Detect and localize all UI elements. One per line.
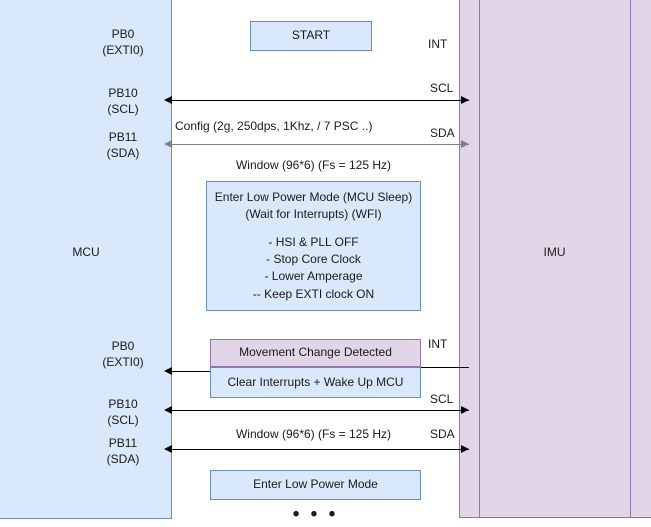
pin-label-pb10-scl-bottom: PB10 (SCL) bbox=[78, 396, 168, 428]
pin-label-pb11-sda-bottom: PB11 (SDA) bbox=[78, 435, 168, 467]
message-arrowhead-sda-bottom-left bbox=[164, 444, 172, 453]
pin-line-2: (SDA) bbox=[106, 452, 140, 467]
low-power-bullet-3: - Lower Amperage bbox=[264, 269, 363, 284]
imu-lifeline-box bbox=[459, 0, 651, 518]
low-power-bullet-2: - Stop Core Clock bbox=[266, 252, 361, 266]
pin-line-2: (EXTI0) bbox=[102, 355, 144, 370]
continuation-ellipsis: • • • bbox=[292, 504, 339, 525]
signal-label-int-top: INT bbox=[428, 37, 448, 51]
message-arrowhead-scl-bottom-right bbox=[461, 405, 469, 414]
enter-low-power-mode-box[interactable]: Enter Low Power Mode bbox=[210, 470, 421, 500]
signal-label-sda-bottom: SDA bbox=[430, 427, 455, 441]
imu-inner-divider-right bbox=[630, 0, 631, 518]
pin-line-1: PB11 bbox=[108, 436, 138, 450]
signal-label-int-bottom: INT bbox=[428, 337, 448, 351]
low-power-mode-box[interactable]: Enter Low Power Mode (MCU Sleep) (Wait f… bbox=[206, 181, 421, 311]
start-box-label: START bbox=[291, 28, 331, 43]
message-arrowhead-sda-top-left bbox=[164, 139, 172, 148]
message-line-int-bottom-right bbox=[421, 367, 469, 368]
pin-label-pb10-scl-top: PB10 (SCL) bbox=[78, 85, 168, 117]
message-line-scl-top bbox=[172, 100, 469, 101]
imu-inner-divider-left bbox=[479, 0, 480, 518]
low-power-spacer bbox=[211, 224, 416, 234]
caption-window-top: Window (96*6) (Fs = 125 Hz) bbox=[235, 158, 392, 172]
message-line-int-bottom-left bbox=[172, 371, 210, 372]
movement-change-detected-label: Movement Change Detected bbox=[239, 345, 392, 360]
low-power-line-2: (Wait for Interrupts) (WFI) bbox=[245, 207, 382, 222]
signal-label-scl-bottom: SCL bbox=[430, 392, 454, 406]
message-arrowhead-scl-bottom-left bbox=[164, 405, 172, 414]
pin-label-pb11-sda-top: PB11 (SDA) bbox=[78, 129, 168, 161]
message-arrowhead-sda-top-right bbox=[461, 139, 469, 148]
low-power-bullet-4: -- Keep EXTI clock ON bbox=[252, 286, 375, 301]
clear-interrupts-box[interactable]: Clear Interrupts + Wake Up MCU bbox=[210, 367, 421, 398]
pin-line-1: PB0 bbox=[111, 339, 135, 353]
pin-line-2: (SCL) bbox=[107, 102, 139, 117]
message-line-sda-bottom bbox=[172, 449, 469, 450]
pin-line-2: (EXTI0) bbox=[102, 43, 144, 58]
pin-label-pb0-exti0-top: PB0 (EXTI0) bbox=[78, 26, 168, 58]
pin-line-1: PB10 bbox=[108, 397, 138, 411]
movement-change-detected-box[interactable]: Movement Change Detected bbox=[210, 339, 421, 367]
message-arrowhead-int-bottom-left bbox=[164, 366, 172, 375]
pin-line-1: PB10 bbox=[108, 86, 138, 100]
pin-line-2: (SCL) bbox=[107, 413, 139, 428]
message-line-sda-top bbox=[172, 144, 469, 145]
enter-low-power-mode-label: Enter Low Power Mode bbox=[253, 477, 378, 492]
pin-line-2: (SDA) bbox=[106, 146, 140, 161]
caption-window-bottom: Window (96*6) (Fs = 125 Hz) bbox=[235, 427, 392, 441]
imu-label: IMU bbox=[543, 245, 566, 259]
message-arrowhead-scl-top-left bbox=[164, 95, 172, 104]
start-box[interactable]: START bbox=[250, 21, 372, 51]
message-arrowhead-scl-top-right bbox=[461, 95, 469, 104]
clear-interrupts-label: Clear Interrupts + Wake Up MCU bbox=[227, 374, 404, 389]
mcu-lifeline-box bbox=[0, 0, 172, 519]
message-line-scl-bottom bbox=[172, 410, 469, 411]
pin-label-pb0-exti0-bottom: PB0 (EXTI0) bbox=[78, 338, 168, 370]
signal-label-sda-top: SDA bbox=[430, 126, 455, 140]
message-arrowhead-sda-bottom-right bbox=[461, 444, 469, 453]
pin-line-1: PB11 bbox=[108, 130, 138, 144]
caption-config: Config (2g, 250dps, 1Khz, / 7 PSC ..) bbox=[175, 119, 373, 133]
mcu-label: MCU bbox=[72, 245, 100, 259]
low-power-line-1: Enter Low Power Mode (MCU Sleep) bbox=[214, 189, 413, 204]
low-power-bullet-1: - HSI & PLL OFF bbox=[268, 234, 359, 249]
pin-line-1: PB0 bbox=[111, 27, 135, 41]
signal-label-scl-top: SCL bbox=[430, 81, 454, 95]
